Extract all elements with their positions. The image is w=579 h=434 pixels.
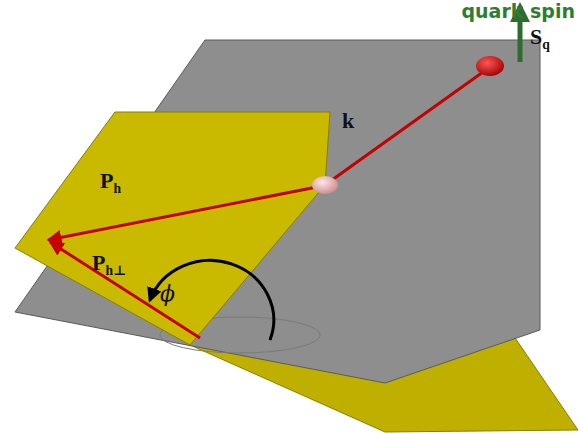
angle-label: ϕ <box>160 283 175 305</box>
spin-vector-label: Sq <box>530 26 550 51</box>
momentum-label: k <box>342 110 354 132</box>
hadron-vertex <box>312 176 338 194</box>
momentum-label: Ph⊥ <box>92 252 126 277</box>
transverse-momentum <box>50 242 200 338</box>
angle-arc <box>150 260 274 340</box>
hadron-plane <box>15 112 330 345</box>
spin-label: quark spin <box>461 2 575 21</box>
quark-dot <box>476 56 504 76</box>
scattering-plane <box>15 40 540 383</box>
quark-momentum <box>325 67 490 185</box>
hadron-momentum <box>48 186 322 240</box>
momentum-label: Ph <box>100 170 121 195</box>
